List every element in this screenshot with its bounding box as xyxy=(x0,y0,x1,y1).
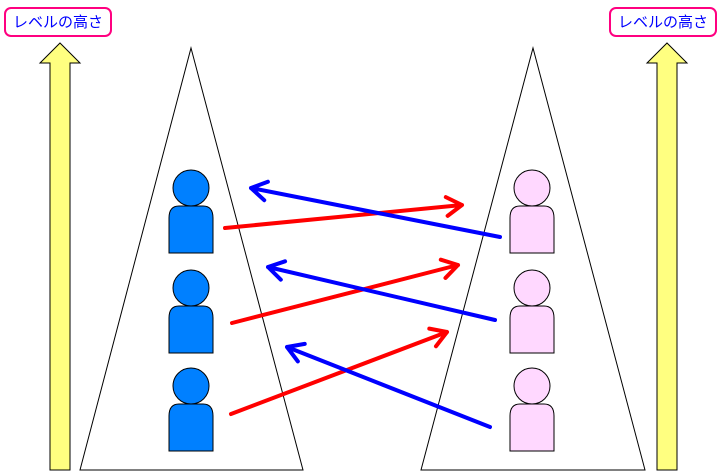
blue-arrow-1 xyxy=(249,179,502,239)
person-icon-right-top xyxy=(509,169,555,254)
level-height-label-left: レベルの高さ xyxy=(4,7,112,37)
red-arrow-3 xyxy=(229,326,449,416)
person-icon-left-top xyxy=(168,169,214,254)
person-icon-right-middle xyxy=(509,269,555,354)
level-height-label-right: レベルの高さ xyxy=(609,7,717,37)
up-arrow-right xyxy=(645,42,689,471)
up-arrow-left xyxy=(38,42,82,471)
pyramid-right xyxy=(420,46,646,471)
red-arrow-1 xyxy=(223,195,464,230)
blue-arrow-2 xyxy=(266,259,497,322)
red-arrow-2 xyxy=(230,257,460,325)
pyramid-left xyxy=(79,46,304,471)
person-icon-right-bottom xyxy=(509,367,555,452)
blue-arrow-3 xyxy=(285,341,492,429)
person-icon-left-middle xyxy=(168,269,214,354)
person-icon-left-bottom xyxy=(168,367,214,452)
